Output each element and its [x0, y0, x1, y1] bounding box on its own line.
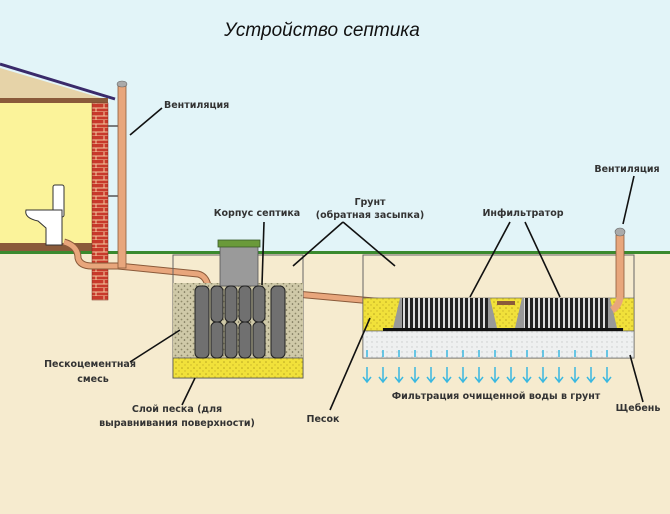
- tank-lid: [217, 239, 261, 248]
- house: [0, 62, 120, 301]
- water-arrow-icon: [554, 350, 564, 384]
- water-arrow-icon: [570, 350, 580, 384]
- water-arrow-icon: [458, 350, 468, 384]
- water-arrow-icon: [394, 350, 404, 384]
- infiltrator-left: [393, 298, 497, 328]
- leader-lines: [129, 107, 644, 411]
- water-arrow-icon: [426, 350, 436, 384]
- water-arrow-icon: [362, 350, 372, 384]
- septic-pit: [172, 239, 304, 379]
- water-arrow-icon: [490, 350, 500, 384]
- label-sand-cement-2: смесь: [77, 374, 108, 385]
- tank-body: [194, 285, 286, 359]
- tank-neck: [219, 245, 259, 287]
- water-arrow-icon: [442, 350, 452, 384]
- water-arrow-icon: [474, 350, 484, 384]
- water-arrow-icon: [506, 350, 516, 384]
- toilet-icon: [25, 184, 65, 246]
- water-arrows: [362, 350, 612, 384]
- water-arrow-icon: [586, 350, 596, 384]
- water-arrow-icon: [522, 350, 532, 384]
- vent-pipe-house: [116, 80, 128, 269]
- water-arrow-icon: [538, 350, 548, 384]
- grass-line: [0, 251, 670, 254]
- label-soil: Грунт: [354, 197, 386, 208]
- brick-wall: [91, 102, 109, 301]
- label-infiltrator: Инфильтратор: [482, 208, 563, 219]
- label-sand-layer-2: выравнивания поверхности): [99, 418, 255, 429]
- label-sand-layer: Слой песка (для: [132, 404, 222, 415]
- label-backfill: (обратная засыпка): [316, 210, 425, 221]
- label-tank-body: Корпус септика: [214, 208, 300, 219]
- gravel-bed: [362, 330, 635, 359]
- label-vent-house: Вентиляция: [164, 100, 229, 111]
- diagram-title: Устройство септика: [223, 20, 420, 41]
- vent-cap: [614, 227, 626, 237]
- sand-layer: [172, 357, 304, 379]
- water-arrow-icon: [602, 350, 612, 384]
- infiltrator-right: [515, 298, 617, 328]
- water-arrow-icon: [378, 350, 388, 384]
- water-arrow-icon: [410, 350, 420, 384]
- label-sand: Песок: [307, 414, 341, 425]
- label-filtration: Фильтрация очищенной воды в грунт: [392, 391, 601, 402]
- label-vent-field: Вентиляция: [594, 164, 659, 175]
- label-gravel: Щебень: [616, 403, 661, 414]
- infiltration-field: [362, 227, 635, 384]
- label-sand-cement: Пескоцементная: [44, 359, 136, 370]
